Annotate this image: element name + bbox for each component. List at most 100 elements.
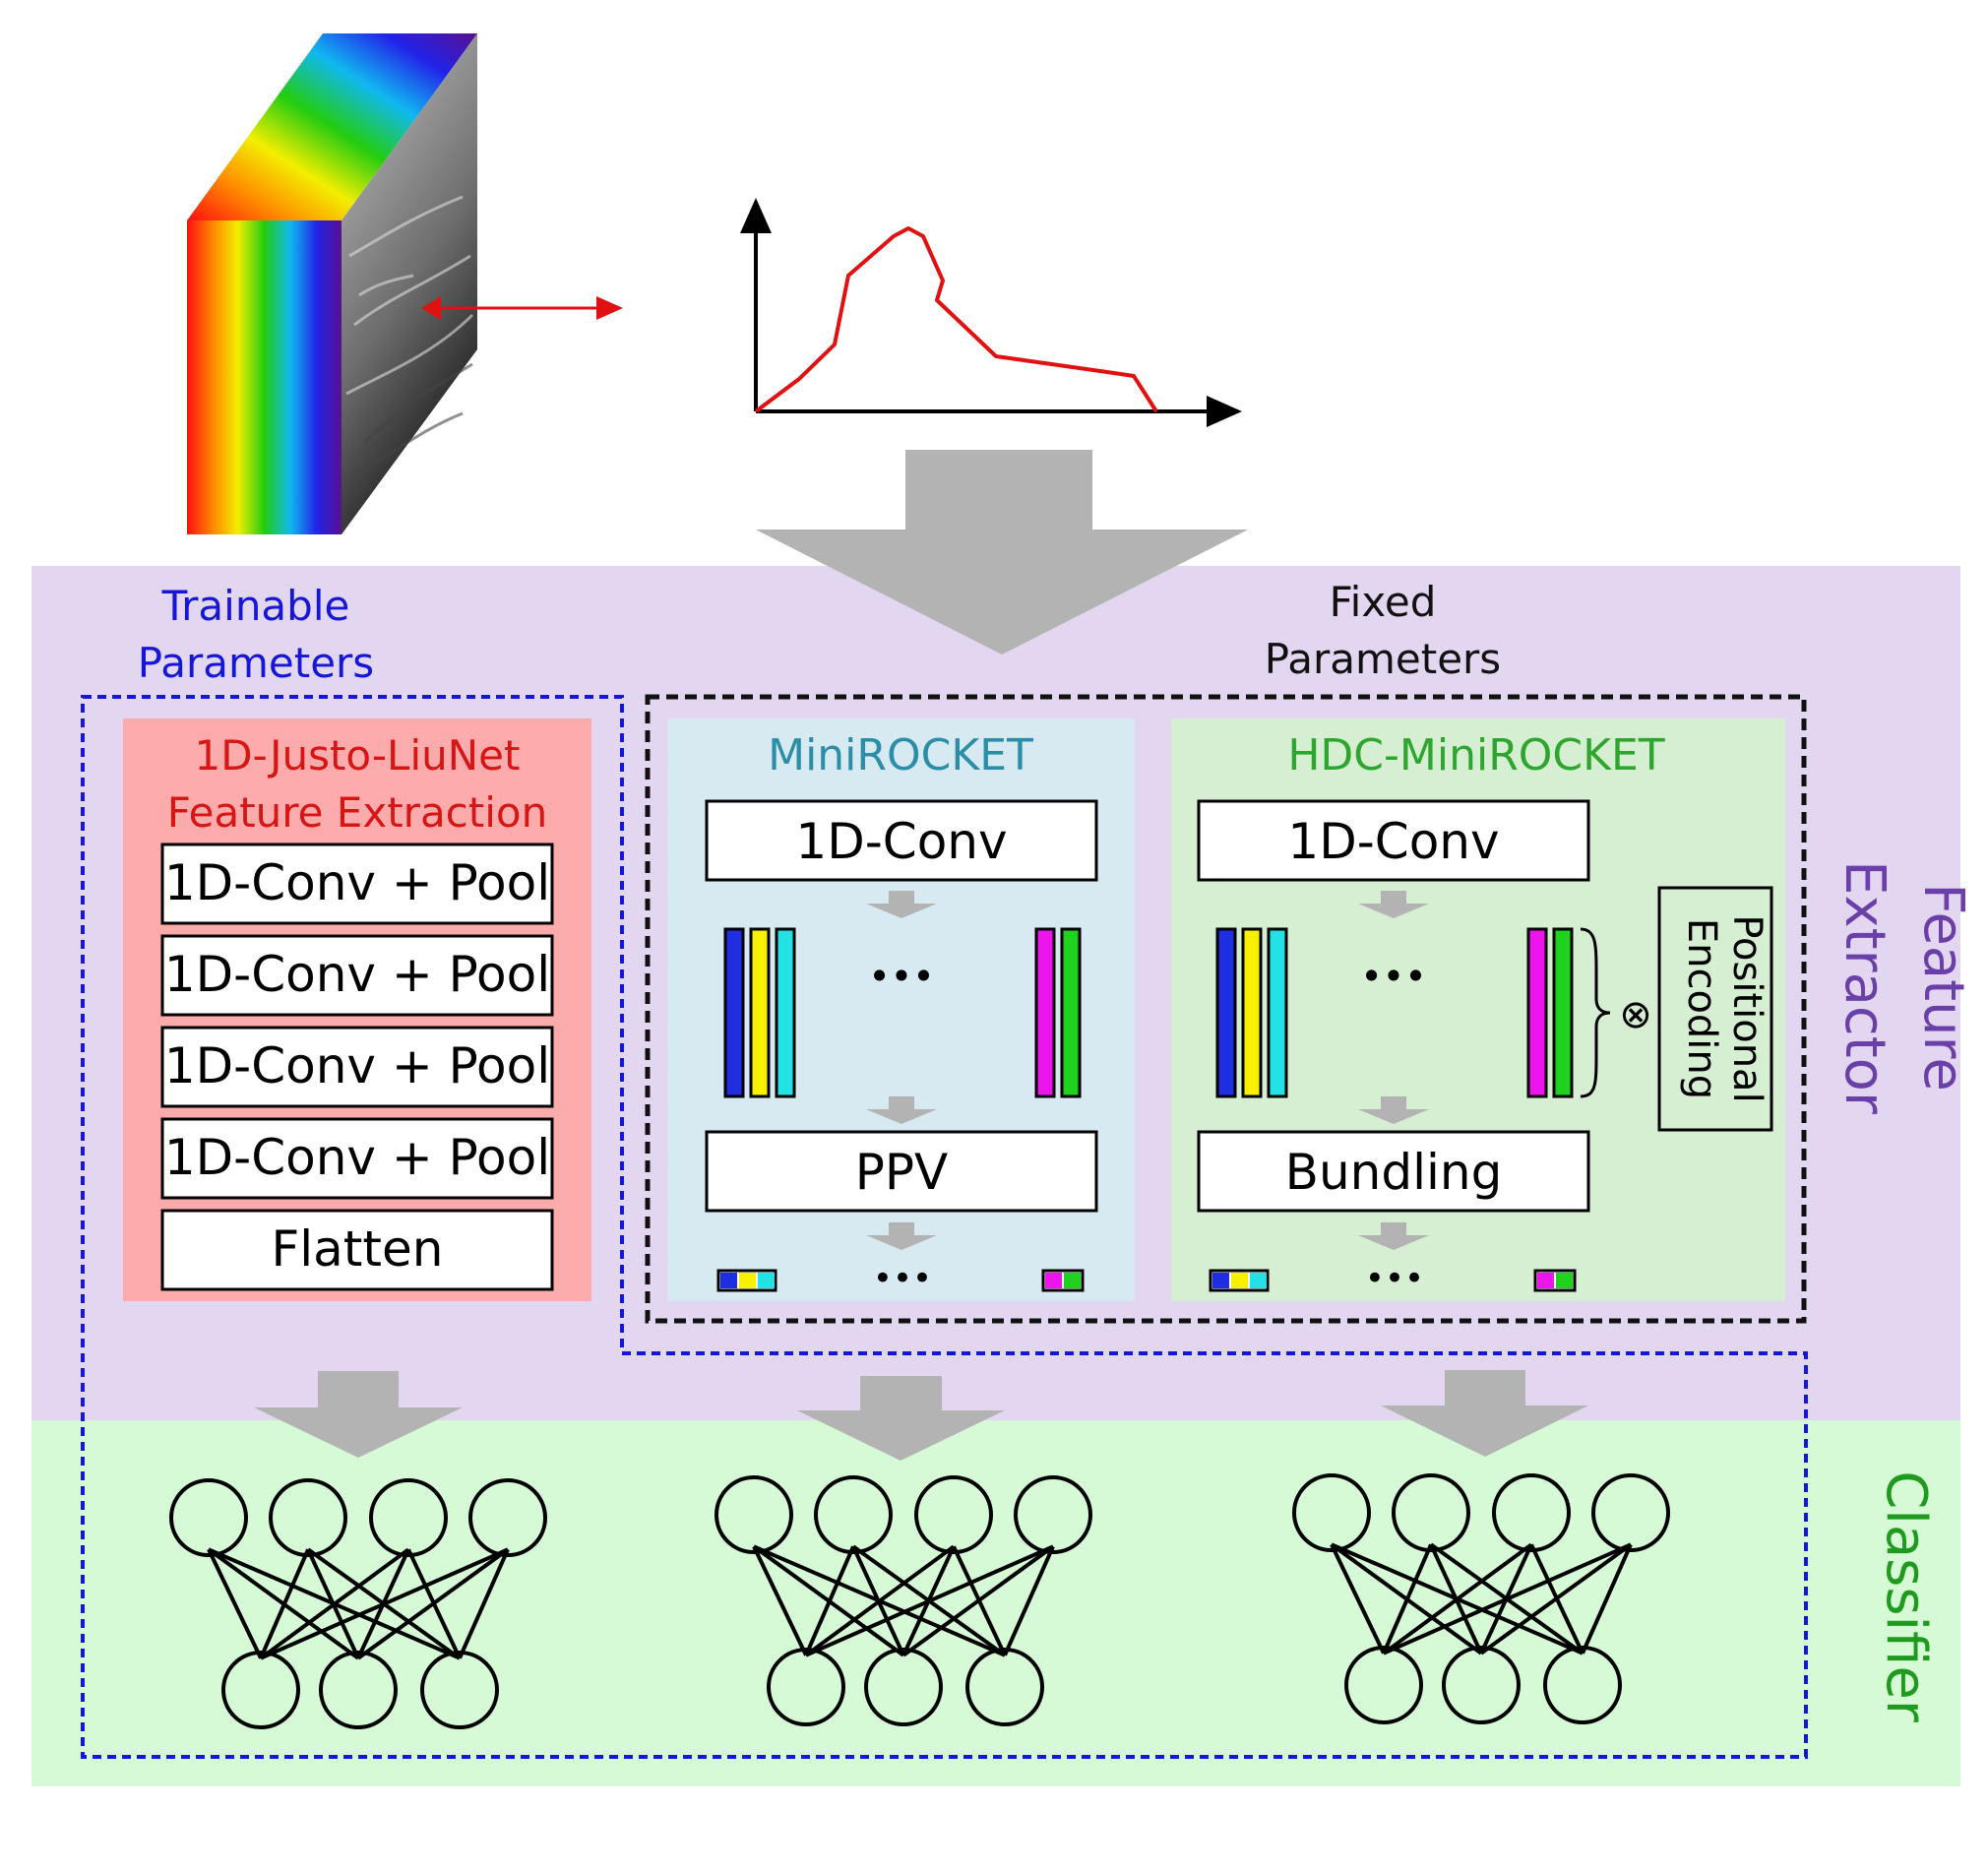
hdc-conv-label: 1D-Conv: [1287, 813, 1499, 870]
hdc-vector-ellipsis: •••: [1365, 1259, 1424, 1298]
liunet-layer-label: Flatten: [272, 1220, 444, 1278]
network-edge: [207, 1548, 263, 1659]
minirocket-conv-label: 1D-Conv: [795, 813, 1007, 870]
network-node: [864, 1648, 943, 1726]
network-node: [319, 1651, 398, 1729]
classifier-region: [31, 1420, 1960, 1786]
network-edge: [356, 1547, 510, 1660]
neural-network-icon: [169, 1473, 1670, 1729]
network-edge: [1003, 1545, 1055, 1656]
small-down-arrow: [866, 891, 937, 918]
network-node: [1392, 1473, 1470, 1552]
feature-extractor-label-line2: Extractor: [1833, 860, 1896, 1115]
minirocket-title: MiniROCKET: [768, 730, 1033, 781]
network-edge: [1382, 1543, 1433, 1655]
small-down-arrow: [1358, 1096, 1429, 1124]
minirocket-ppv-label: PPV: [855, 1144, 949, 1201]
hdc-conv-box: 1D-Conv: [1197, 799, 1590, 882]
classifier-arrow-3: [1381, 1370, 1588, 1457]
fixed-label-line2: Parameters: [1265, 635, 1501, 683]
positional-encoding-line2: Encoding: [1679, 918, 1724, 1099]
network-edge: [901, 1544, 1055, 1657]
liunet-layer-label: 1D-Conv + Pool: [164, 1129, 550, 1186]
feature-map-icon: [1215, 927, 1574, 1098]
network-node: [221, 1651, 300, 1729]
liunet-title-line1: 1D-Justo-LiuNet: [195, 731, 521, 780]
classifier-arrow-1: [254, 1371, 463, 1458]
network-edge: [259, 1548, 310, 1659]
trainable-label-line2: Parameters: [138, 639, 374, 687]
network-node: [767, 1648, 845, 1726]
network-node: [1492, 1473, 1571, 1552]
liunet-layer-5: Flatten: [160, 1209, 554, 1291]
liunet-layer-4: 1D-Conv + Pool: [160, 1117, 554, 1200]
liunet-title-line2: Feature Extraction: [167, 788, 547, 837]
network-edge: [752, 1545, 808, 1656]
small-down-arrow: [866, 1222, 937, 1250]
network-node: [1591, 1473, 1670, 1552]
pixel-to-spectrum-arrow: [421, 296, 623, 320]
network-node: [468, 1478, 547, 1557]
hdc-bundling-label: Bundling: [1285, 1144, 1503, 1201]
network-node: [965, 1648, 1044, 1726]
network-edge: [1581, 1543, 1633, 1655]
feature-vector-icon: [716, 1269, 1085, 1292]
network-edge: [458, 1548, 510, 1659]
network-node: [1543, 1646, 1622, 1724]
network-edge: [805, 1544, 1054, 1657]
network-edge: [804, 1545, 855, 1656]
network-edge: [1479, 1542, 1633, 1655]
minirocket-ellipsis: •••: [868, 955, 934, 998]
network-node: [914, 1475, 993, 1554]
network-node: [420, 1651, 499, 1729]
neural-network-1: [169, 1478, 547, 1729]
classifier-label: Classifier: [1874, 1470, 1938, 1723]
liunet-layer-label: 1D-Conv + Pool: [164, 946, 550, 1003]
network-node: [269, 1478, 347, 1557]
small-down-arrow: [1358, 1222, 1429, 1250]
network-edge: [1383, 1542, 1632, 1655]
positional-encoding-box: Positional Encoding: [1657, 886, 1773, 1132]
positional-encoding-line1: Positional: [1724, 914, 1770, 1102]
neural-network-2: [714, 1475, 1092, 1726]
liunet-layer-3: 1D-Conv + Pool: [160, 1026, 554, 1108]
hdc-ellipsis: •••: [1360, 955, 1426, 998]
neural-network-3: [1292, 1473, 1670, 1724]
bind-operator-icon: ⊗: [1619, 992, 1652, 1037]
minirocket-vector-ellipsis: •••: [873, 1259, 932, 1298]
liunet-layer-2: 1D-Conv + Pool: [160, 934, 554, 1017]
network-edge: [1382, 1542, 1533, 1655]
brace-icon: [1580, 927, 1611, 1098]
liunet-layer-label: 1D-Conv + Pool: [164, 1037, 550, 1094]
spectral-signature-icon: [740, 198, 1242, 427]
network-node: [169, 1478, 248, 1557]
fixed-label-line1: Fixed: [1330, 578, 1437, 626]
network-node: [1292, 1473, 1371, 1552]
feature-map-icon: [723, 927, 1082, 1098]
trainable-label-line1: Trainable: [161, 582, 350, 630]
minirocket-ppv-box: PPV: [705, 1130, 1098, 1213]
network-node: [714, 1475, 793, 1554]
network-node: [1344, 1646, 1423, 1724]
network-edge: [1330, 1543, 1386, 1655]
network-edge: [259, 1547, 410, 1660]
network-node: [1442, 1646, 1521, 1724]
network-edge: [260, 1547, 509, 1660]
network-node: [814, 1475, 893, 1554]
network-edge: [804, 1544, 956, 1657]
classifier-arrow-2: [797, 1376, 1005, 1461]
minirocket-conv-box: 1D-Conv: [705, 799, 1098, 882]
hdc-bundling-box: Bundling: [1197, 1130, 1590, 1213]
network-node: [369, 1478, 448, 1557]
liunet-layer-label: 1D-Conv + Pool: [164, 854, 550, 911]
network-node: [1014, 1475, 1092, 1554]
fixed-border: [645, 694, 1807, 1324]
hdc-title: HDC-MiniROCKET: [1287, 730, 1664, 781]
hyperspectral-cube-icon: [187, 33, 477, 534]
small-down-arrow: [866, 1096, 937, 1124]
small-down-arrow: [1358, 891, 1429, 918]
feature-vector-icon: [1209, 1269, 1577, 1292]
spectrum-line: [754, 226, 1158, 413]
trainable-border: [81, 695, 1808, 1759]
